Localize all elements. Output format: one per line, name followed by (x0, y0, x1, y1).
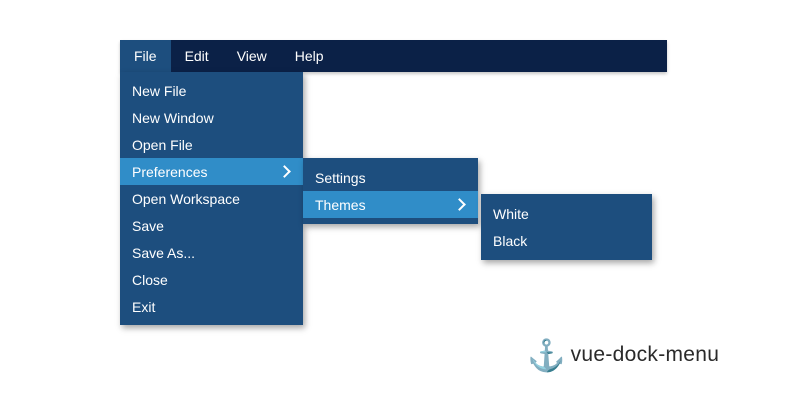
menu-item-white[interactable]: White (481, 200, 652, 227)
menubar-item-file[interactable]: File (120, 40, 171, 72)
menubar-item-label: File (134, 48, 157, 64)
menubar-item-label: Edit (184, 48, 209, 64)
menu-item-black[interactable]: Black (481, 227, 652, 254)
menubar-item-label: View (236, 48, 267, 64)
branding-label: vue-dock-menu (570, 343, 720, 366)
menu-item-open-workspace[interactable]: Open Workspace (120, 185, 303, 212)
menu-item-new-file[interactable]: New File (120, 77, 303, 104)
preferences-submenu: Settings Themes (303, 158, 478, 224)
menu-item-open-file[interactable]: Open File (120, 131, 303, 158)
menu-item-label: Save As... (132, 244, 196, 261)
menubar-item-edit[interactable]: Edit (171, 40, 223, 72)
menu-bar: File Edit View Help (120, 40, 667, 72)
menu-item-label: Settings (315, 169, 366, 186)
menu-item-settings[interactable]: Settings (303, 164, 478, 191)
menu-item-preferences[interactable]: Preferences (120, 158, 303, 185)
menu-item-label: Black (493, 232, 528, 249)
menu-item-save[interactable]: Save (120, 212, 303, 239)
menu-item-save-as[interactable]: Save As... (120, 239, 303, 266)
menubar-item-view[interactable]: View (223, 40, 281, 72)
menu-item-exit[interactable]: Exit (120, 293, 303, 320)
menu-item-label: Preferences (132, 163, 208, 180)
menu-item-label: Save (132, 217, 164, 234)
file-menu: New File New Window Open File Preference… (120, 72, 303, 325)
menu-item-themes[interactable]: Themes (303, 191, 478, 218)
chevron-right-icon (453, 198, 466, 211)
chevron-right-icon (278, 165, 291, 178)
menu-item-label: Exit (132, 298, 156, 315)
menubar-item-help[interactable]: Help (281, 40, 338, 72)
menubar-item-label: Help (294, 48, 324, 64)
menu-item-label: Close (132, 271, 168, 288)
menu-item-label: Open Workspace (132, 190, 240, 207)
menu-item-new-window[interactable]: New Window (120, 104, 303, 131)
branding: ⚓ vue-dock-menu (527, 334, 719, 376)
menu-item-label: Themes (315, 196, 366, 213)
anchor-icon: ⚓ (527, 337, 566, 373)
menu-item-label: New File (132, 82, 187, 99)
themes-submenu: White Black (481, 194, 652, 260)
menu-item-close[interactable]: Close (120, 266, 303, 293)
menu-item-label: Open File (132, 136, 193, 153)
menu-item-label: New Window (132, 109, 214, 126)
menu-item-label: White (493, 205, 529, 222)
